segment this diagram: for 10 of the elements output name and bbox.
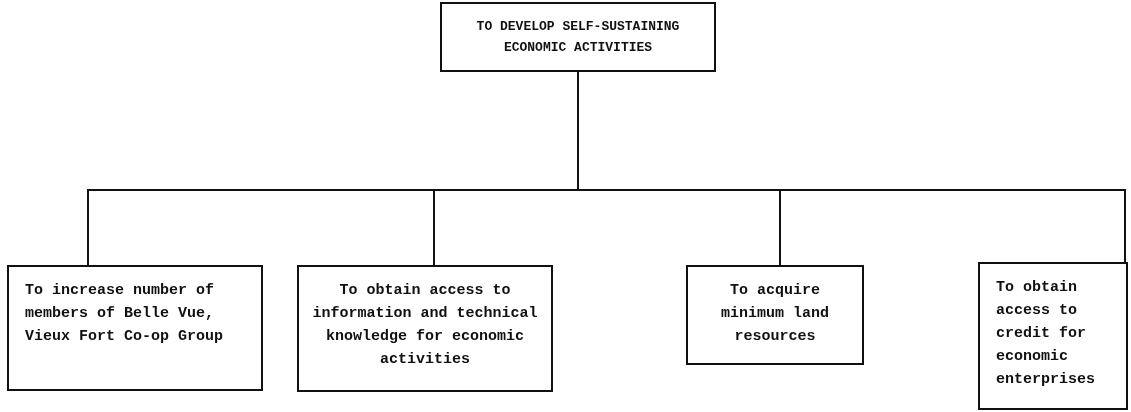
goal-box	[440, 2, 716, 72]
box-text: To obtain access to information and technical knowledge for economic activities	[312, 282, 538, 368]
objective-box	[978, 262, 1128, 410]
objective-box	[297, 265, 553, 392]
objective-box	[7, 265, 263, 391]
box-text: TO DEVELOP SELF-SUSTAINING ECONOMIC ACTIVITIES	[476, 19, 680, 55]
box-text: To obtain access to credit for economic enterprises	[996, 279, 1096, 388]
box-text: To acquire minimum land resources	[721, 282, 829, 345]
objective-box	[686, 265, 864, 365]
box-text: To increase number of members of Belle Vue, Vieux Fort Co-op Group	[25, 282, 224, 345]
